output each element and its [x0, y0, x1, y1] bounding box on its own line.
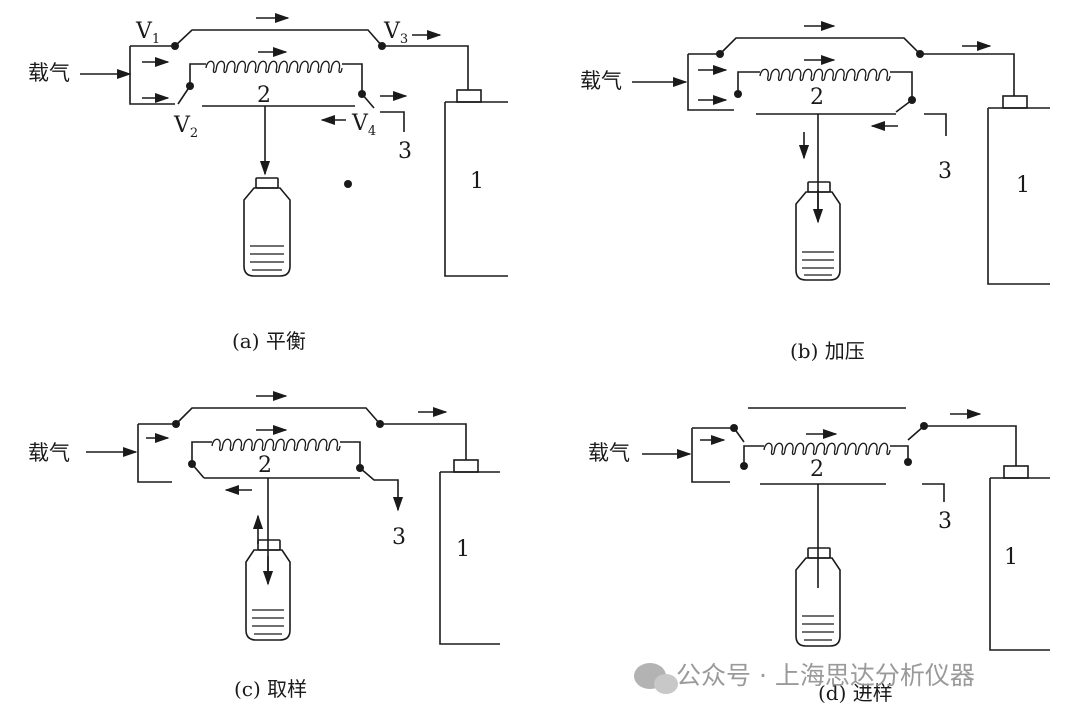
column-label-b: 1: [1016, 173, 1030, 198]
valve-v3-a: [378, 42, 386, 50]
valve-v2-label: V2: [173, 113, 198, 141]
column-oven-a: [444, 101, 508, 277]
column-oven-b: [987, 107, 1050, 285]
vial-c: [245, 539, 291, 641]
sample-loop-coil-b: [759, 68, 891, 82]
caption-b: (b) 加压: [790, 339, 865, 363]
valve-v1-c: [172, 420, 180, 428]
column-inlet-a: [456, 89, 482, 103]
column-inlet-d: [1003, 465, 1029, 479]
bypass-line-a: [174, 29, 469, 90]
column-oven-d: [989, 477, 1050, 651]
panel-d: 载气 2 3 1 (d) 进样: [588, 407, 1050, 705]
caption-d: (d) 进样: [818, 681, 893, 705]
vent-label-b: 3: [938, 159, 952, 184]
valve-v4-label: V4: [351, 111, 376, 139]
carrier-gas-label-d: 载气: [588, 441, 630, 465]
sample-loop-coil-c: [211, 438, 341, 452]
valve-v1-b: [716, 50, 724, 58]
watermark: 公众号 · 上海思达分析仪器: [634, 661, 975, 694]
column-label-a: 1: [470, 169, 484, 194]
sample-loop-coil-d: [763, 442, 891, 456]
loop-label-b: 2: [810, 85, 824, 110]
valve-v4-d: [904, 458, 912, 466]
panel-c: 载气 2 3 1 (c): [28, 390, 500, 701]
valve-v2-d: [740, 462, 748, 470]
column-label-d: 1: [1004, 545, 1018, 570]
vent-label-c: 3: [392, 525, 406, 550]
panel-a: 载气 V1 V3 V2 V4 2 3: [28, 12, 508, 353]
loop-label-c: 2: [258, 453, 272, 478]
column-inlet-c: [453, 459, 479, 473]
valve-v1-label: V1: [135, 19, 160, 47]
panel-b: 载气 2 3 1: [580, 20, 1050, 363]
valve-v3-label: V3: [383, 19, 408, 47]
column-oven-c: [439, 471, 500, 645]
column-inlet-b: [1002, 95, 1028, 109]
vent-label-a: 3: [398, 139, 412, 164]
inlet-manifold-a: [129, 46, 175, 105]
vial-b: [795, 181, 841, 281]
bypass-line-c: [175, 407, 467, 460]
valve-v1-a: [171, 42, 179, 50]
valve-v2-b: [734, 90, 742, 98]
loop-label-a: 2: [257, 83, 271, 108]
loop-label-d: 2: [810, 457, 824, 482]
caption-a: (a) 平衡: [232, 329, 306, 353]
valve-v3-b: [916, 50, 924, 58]
carrier-gas-label-b: 载气: [580, 69, 622, 93]
carrier-gas-label-c: 载气: [28, 441, 70, 465]
valve-v3-c: [376, 420, 384, 428]
carrier-gas-label-a: 载气: [28, 61, 70, 85]
bypass-line-b: [719, 37, 1015, 96]
caption-c: (c) 取样: [234, 677, 307, 701]
vial-a: [243, 177, 291, 277]
vent-label-d: 3: [938, 509, 952, 534]
vial-d: [795, 547, 841, 647]
watermark-text: 公众号 · 上海思达分析仪器: [676, 661, 975, 690]
sample-loop-coil-a: [205, 60, 343, 74]
column-label-c: 1: [456, 537, 470, 562]
